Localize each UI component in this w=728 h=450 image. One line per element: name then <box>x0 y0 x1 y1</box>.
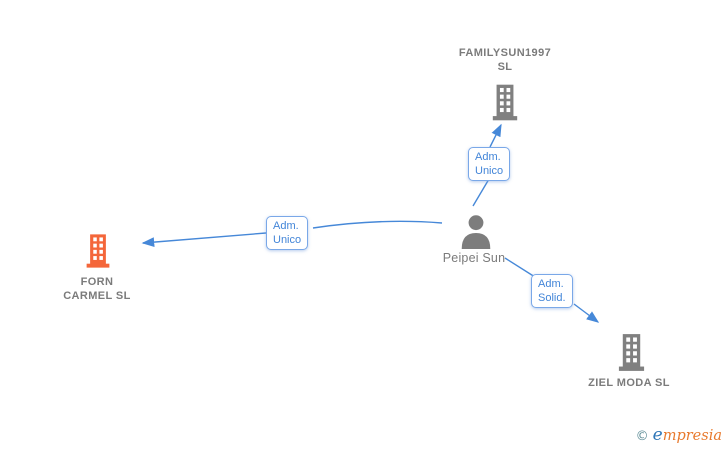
entity-label-forn-carmel[interactable]: FORN CARMEL SL <box>17 275 177 303</box>
edge-label-line2: Unico <box>475 165 504 177</box>
entity-icon-forn-carmel[interactable] <box>84 234 112 273</box>
entity-label-forn-line1: FORN <box>80 276 114 288</box>
edge-peipei-to-familysun-lower <box>472 178 490 207</box>
edge-peipei-to-familysun-arrow <box>489 123 502 148</box>
edge-label-line1: Adm. <box>475 151 501 163</box>
entity-label-forn-line2: CARMEL SL <box>63 290 131 302</box>
entity-label-ziel-moda[interactable]: ZIEL MODA SL <box>549 376 709 390</box>
edge-label-adm-solid-ziel: Adm. Solid. <box>531 274 573 308</box>
edge-label-line2: Unico <box>273 234 302 246</box>
entity-label-familysun-line1: FAMILYSUN1997 <box>458 47 552 59</box>
entity-label-familysun-line2: SL <box>497 61 513 73</box>
entity-label-ziel-line1: ZIEL MODA SL <box>588 377 670 389</box>
edge-peipei-to-forn-right <box>312 220 443 229</box>
entity-icon-ziel-moda[interactable] <box>616 334 647 376</box>
entity-icon-peipei-sun[interactable] <box>459 214 493 255</box>
building-icon <box>618 334 645 371</box>
brand-logo-text: mpresia <box>662 428 722 444</box>
building-icon <box>492 84 518 121</box>
edge-label-adm-unico-forn: Adm. Unico <box>266 216 309 250</box>
edge-peipei-to-forn-arrow <box>141 232 267 247</box>
entity-icon-familysun[interactable] <box>490 84 520 126</box>
empresia-watermark[interactable]: ©empresia <box>636 425 722 447</box>
entity-label-familysun[interactable]: FAMILYSUN1997 SL <box>425 46 585 74</box>
entity-label-peipei-sun[interactable]: Peipei Sun <box>442 251 506 265</box>
edge-label-line1: Adm. <box>273 220 299 232</box>
edge-label-line2: Solid. <box>538 292 566 304</box>
edge-label-line1: Adm. <box>538 278 564 290</box>
brand-logo-letter: e <box>652 425 663 445</box>
edge-peipei-to-ziel-arrow <box>573 303 600 323</box>
edge-label-adm-unico-familysun: Adm. Unico <box>468 147 511 181</box>
edge-peipei-to-ziel-upper <box>504 257 536 278</box>
copyright-icon: © <box>635 429 649 444</box>
building-icon <box>86 234 110 268</box>
person-icon <box>461 215 491 249</box>
